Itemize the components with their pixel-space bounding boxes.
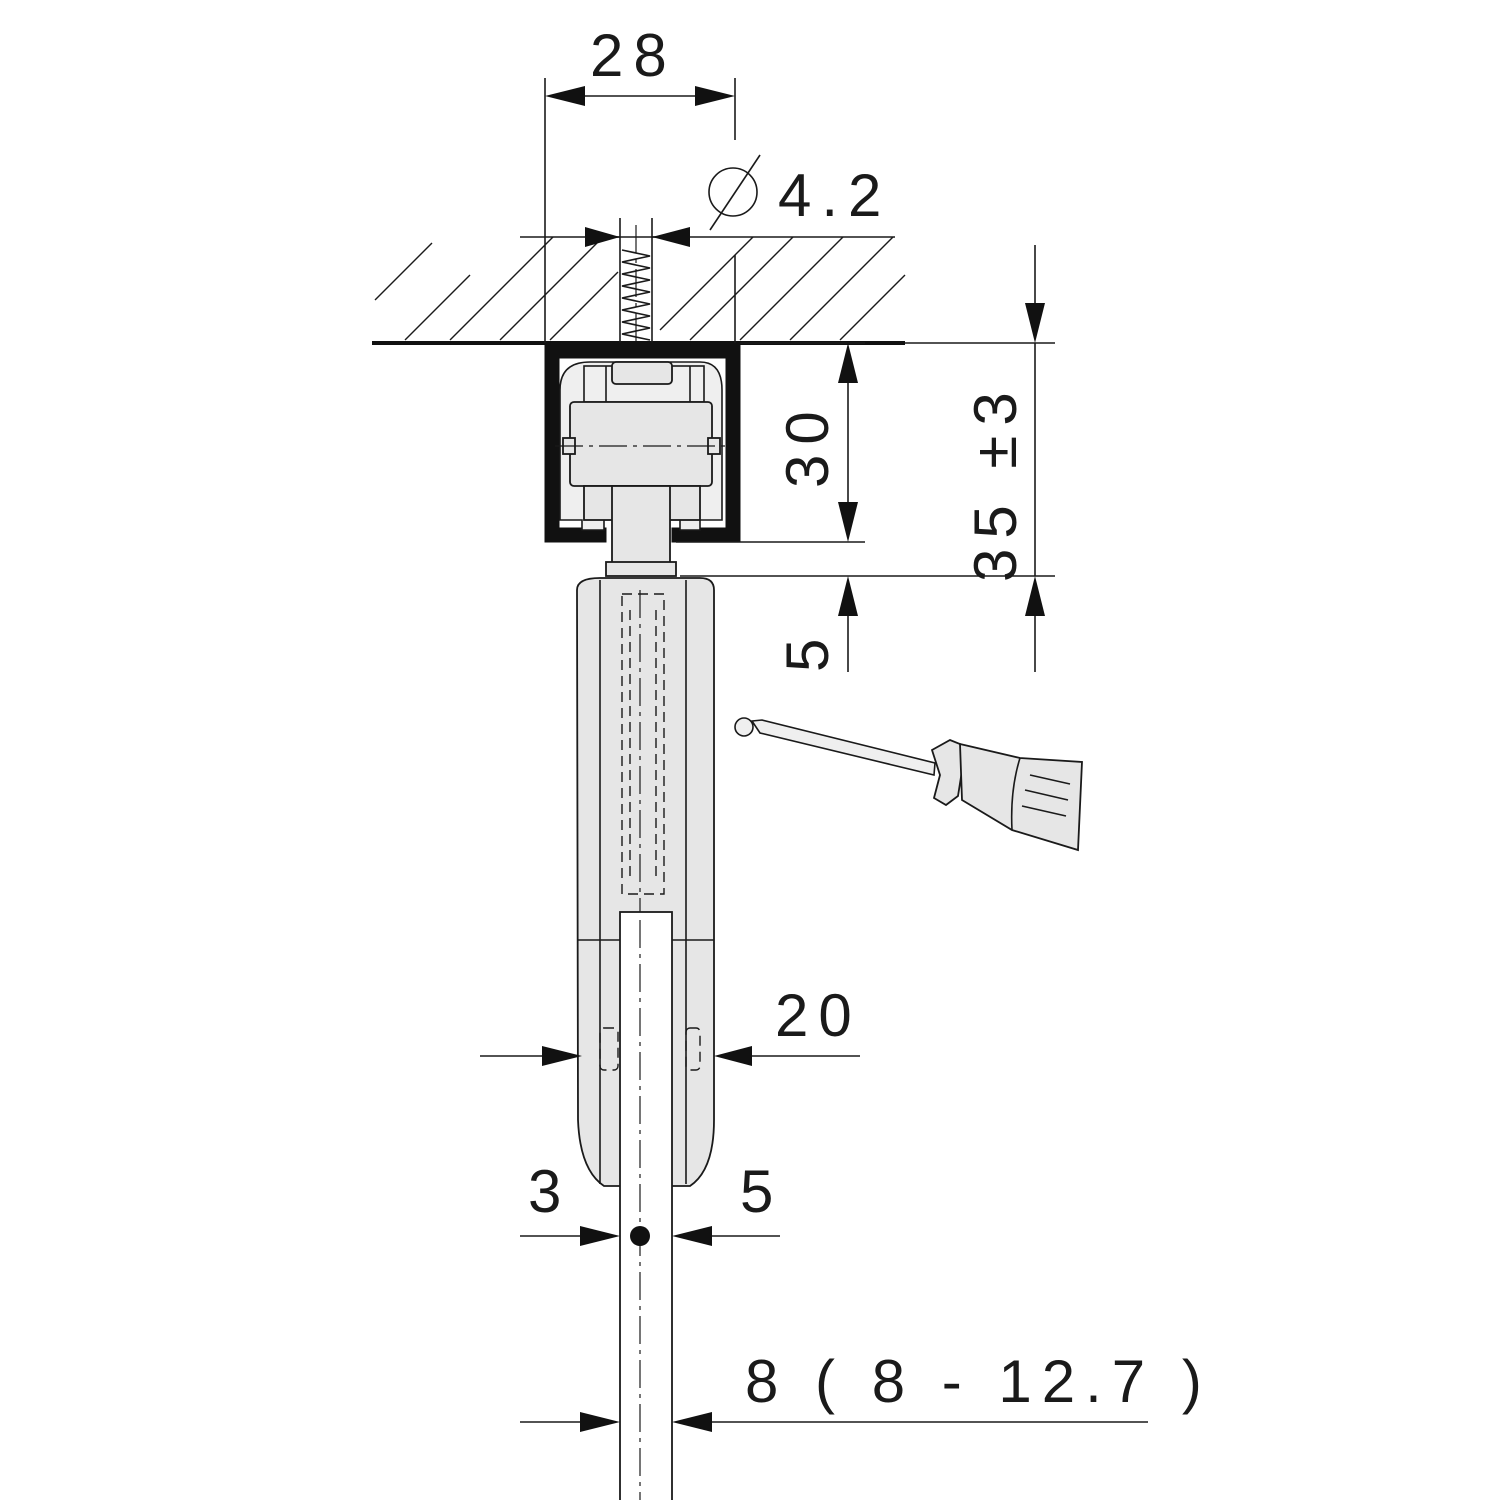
dim-gap: 5: [680, 575, 1055, 672]
dim-hanger-width: 20: [480, 982, 862, 1066]
dim-hole-diameter: 4.2: [585, 154, 891, 247]
dim-gap-label: 5: [774, 629, 841, 672]
hanger-bolt: [611, 485, 671, 569]
dim-hole-diameter-label: 4.2: [778, 162, 891, 229]
dim-hanger-width-label: 20: [775, 982, 862, 1049]
dim-track-width: 28: [544, 22, 736, 343]
roller-wheel: [569, 401, 713, 487]
dim-door-thickness-label: 8 ( 8 - 12.7 ): [745, 1348, 1212, 1415]
roller-carriage: [555, 361, 728, 577]
dim-track-height-label: 30: [774, 401, 841, 488]
dim-total-height-label: 35 ±3: [962, 382, 1029, 582]
door-panel: [619, 911, 673, 1500]
dim-door-thickness: 8 ( 8 - 12.7 ): [520, 1348, 1212, 1432]
screwdriver-icon: [734, 717, 1083, 852]
dim-offset-left-label: 3: [528, 1158, 571, 1225]
centre-point-marker: [630, 1226, 650, 1246]
mounting-screw: [619, 218, 653, 345]
dim-offsets: 3 5: [520, 1158, 783, 1246]
diameter-symbol-icon: [708, 167, 758, 217]
dim-total-height: 35 ±3: [905, 245, 1055, 672]
ceiling-hatching: [374, 236, 906, 341]
dim-track-height: 30: [676, 342, 865, 543]
dim-offset-right-label: 5: [740, 1158, 783, 1225]
dim-track-width-label: 28: [590, 22, 677, 89]
